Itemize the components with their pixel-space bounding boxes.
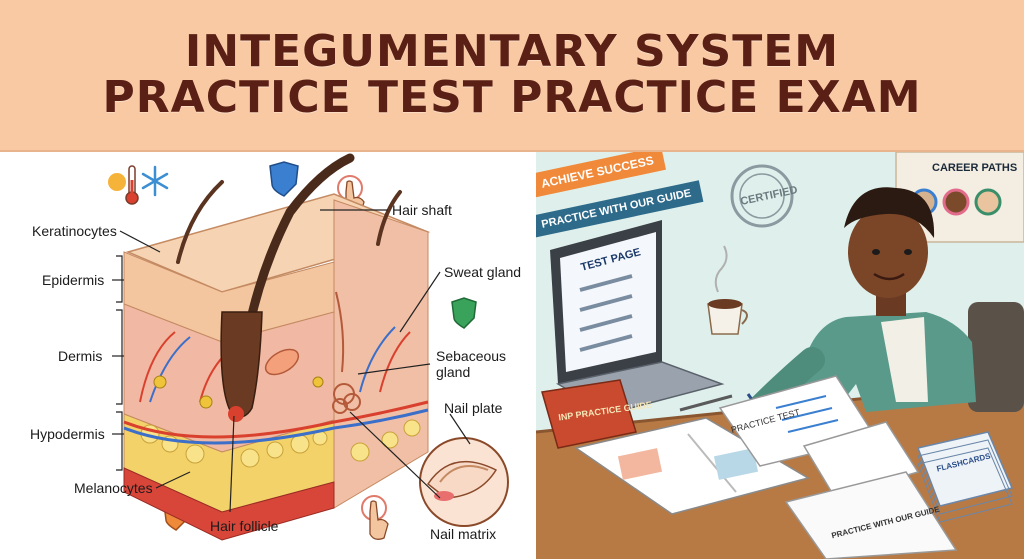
certified-stamp [730, 164, 794, 228]
label-sebaceous-line-2: gland [436, 364, 471, 380]
career-avatar [942, 188, 970, 216]
title-line-1: INTEGUMENTARY SYSTEM [184, 25, 840, 77]
hair-strand [176, 180, 224, 264]
label-hypodermis: Hypodermis [30, 426, 105, 442]
student-study-scene [536, 152, 1024, 559]
skin-diagram-panel: Keratinocytes Epidermis Dermis Hypodermi… [0, 152, 536, 559]
shield-icon [269, 161, 299, 197]
label-nail-plate: Nail plate [444, 400, 503, 416]
spiral-notebook [784, 471, 958, 559]
title-line-2: PRACTICE TEST PRACTICE EXAM [102, 72, 922, 123]
label-sebaceous-line-1: Sebaceous [436, 348, 507, 364]
label-keratinocytes: Keratinocytes [32, 223, 117, 239]
skin-side-face [333, 199, 429, 509]
label-dermis: Dermis [58, 348, 103, 364]
label-melanocytes: Melanocytes [74, 480, 153, 496]
thermometer-icon [108, 165, 139, 205]
flashcards-stack [916, 431, 1014, 523]
touch-hand-icon [361, 495, 389, 540]
nail-inset [419, 437, 509, 527]
hair-strand [376, 190, 402, 246]
career-avatar [974, 188, 1002, 216]
shield-icon [451, 297, 477, 329]
laptop-test-lines [579, 274, 633, 352]
snowflake-icon [141, 165, 169, 197]
label-sebaceous-gland: Sebaceous gland [436, 348, 506, 380]
title-banner: INTEGUMENTARY SYSTEM PRACTICE TEST PRACT… [0, 0, 1024, 152]
label-nail-matrix: Nail matrix [430, 526, 497, 542]
student-head [848, 206, 928, 298]
skin-cross-section-illustration [108, 153, 509, 541]
label-sweat-gland: Sweat gland [444, 264, 522, 280]
coffee-cup [707, 245, 748, 335]
career-paths-label: CAREER PATHS [932, 162, 1018, 174]
sweat-gland [332, 291, 361, 414]
label-hair-shaft: Hair shaft [392, 202, 452, 218]
open-textbook [574, 417, 810, 515]
practice-guide-book [541, 379, 637, 449]
muscle-layer [123, 467, 335, 541]
label-hair-follicle: Hair follicle [210, 518, 279, 534]
label-epidermis: Epidermis [42, 272, 105, 288]
student-illustration-panel: ACHIEVE SUCCESS PRACTICE WITH OUR GUIDE … [536, 152, 1024, 559]
